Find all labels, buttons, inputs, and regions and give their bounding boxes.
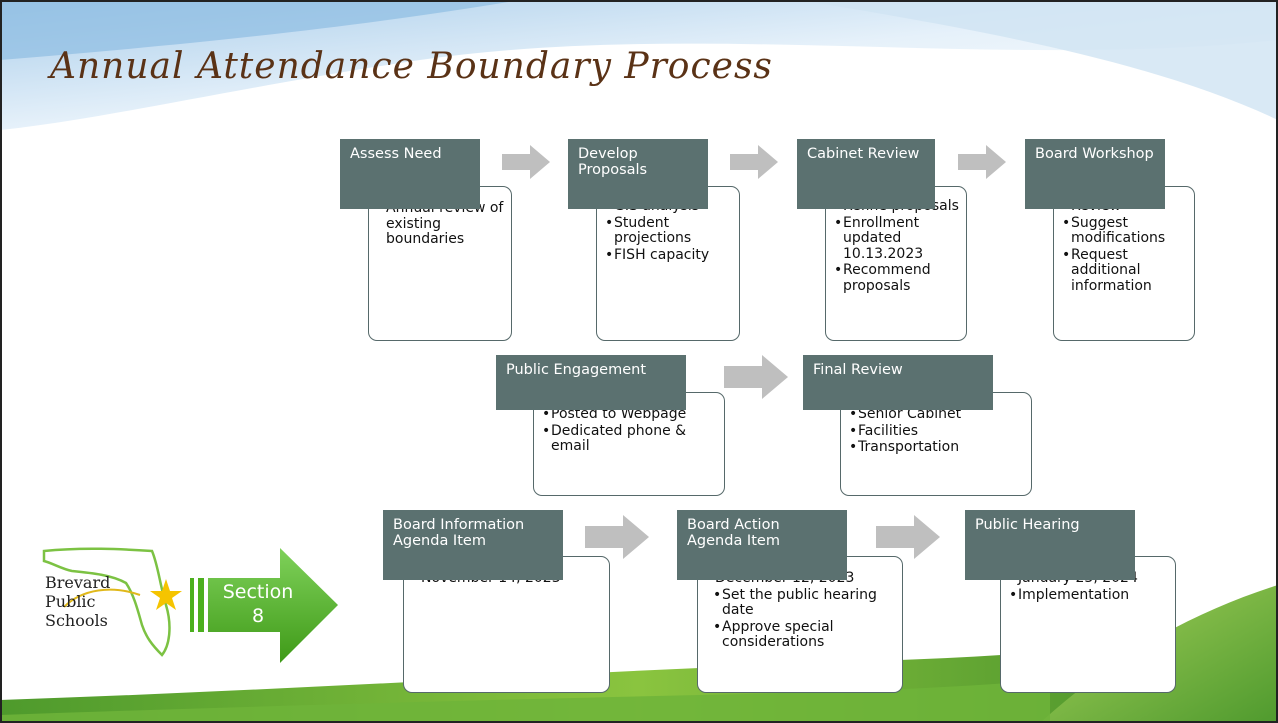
step-public-hearing-header: Public Hearing: [965, 510, 1135, 580]
step-public-engagement-header: Public Engagement: [496, 355, 686, 410]
bullet: Implementation: [1009, 587, 1169, 604]
bullet: Student projections: [605, 215, 733, 247]
flow-arrow: [876, 515, 940, 559]
section-line: Section: [222, 581, 294, 603]
step-cabinet-review-header: Cabinet Review: [797, 139, 935, 209]
step-board-information-header: Board Information Agenda Item: [383, 510, 563, 580]
bullet: Suggest modifications: [1062, 215, 1188, 247]
logo-line: Schools: [45, 611, 108, 630]
step-cabinet-review-box: Refine proposals Enrollment updated 10.1…: [825, 186, 967, 341]
bullet: Transportation: [849, 439, 1025, 456]
bullet: FISH capacity: [605, 247, 733, 264]
bullet: Enrollment updated 10.13.2023: [834, 215, 960, 263]
logo-text: Brevard Public Schools: [45, 573, 110, 630]
section-number: 8: [251, 605, 265, 627]
flow-arrow: [502, 145, 550, 179]
bullet: Posted to Webpage: [542, 406, 718, 423]
flow-arrow: [958, 145, 1006, 179]
step-final-review-header: Final Review: [803, 355, 993, 410]
slide-title: Annual Attendance Boundary Process: [50, 46, 773, 87]
section-label: Section 8: [214, 580, 302, 628]
bullet: Approve special considerations: [713, 619, 896, 651]
logo-line: Public: [45, 592, 96, 611]
step-develop-proposals-box: GIS analysis Student projections FISH ca…: [596, 186, 740, 341]
flow-arrow: [585, 515, 649, 559]
step-assess-need-box: Annual review of existing boundaries: [368, 186, 512, 341]
step-board-action-header: Board Action Agenda Item: [677, 510, 847, 580]
flow-arrow: [730, 145, 778, 179]
brevard-public-schools-logo: Brevard Public Schools: [42, 545, 184, 657]
bullet: Request additional information: [1062, 247, 1188, 295]
logo-line: Brevard: [45, 573, 111, 592]
bullet: Recommend proposals: [834, 262, 960, 294]
step-board-workshop-box: Review Suggest modifications Request add…: [1053, 186, 1195, 341]
bullet: Set the public hearing date: [713, 587, 896, 619]
bullet: Facilities: [849, 423, 1025, 440]
step-board-workshop-header: Board Workshop: [1025, 139, 1165, 209]
section-arrow-icon: [190, 548, 338, 663]
step-develop-proposals-header: Develop Proposals: [568, 139, 708, 209]
bullet: Dedicated phone & email: [542, 423, 718, 455]
step-assess-need-header: Assess Need: [340, 139, 480, 209]
bullet: Senior Cabinet: [849, 406, 1025, 423]
florida-outline-icon: [42, 547, 182, 657]
flow-arrow: [724, 355, 788, 399]
